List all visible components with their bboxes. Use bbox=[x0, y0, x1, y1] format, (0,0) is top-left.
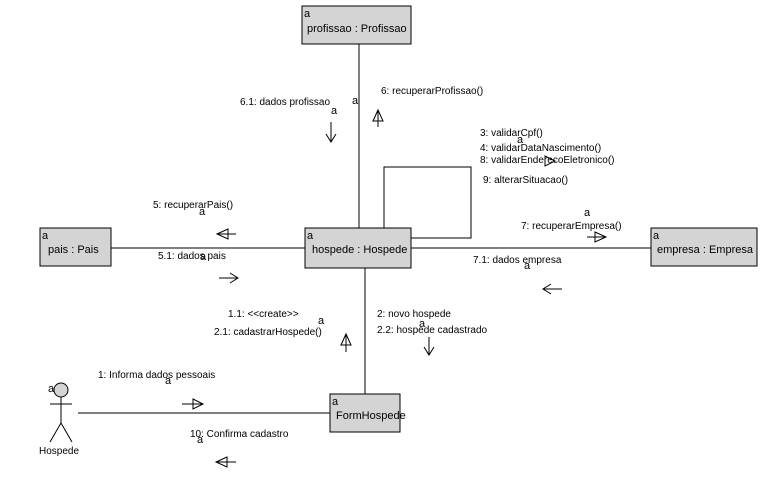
message-6: 6: recuperarProfissao() bbox=[381, 86, 483, 97]
object-tag: a bbox=[332, 396, 339, 408]
message-3: 3: validarCpf() bbox=[480, 128, 543, 139]
message-tag: a bbox=[419, 318, 426, 330]
object-tag: a bbox=[42, 230, 49, 242]
object-formhospede[interactable]: a FormHospede bbox=[329, 393, 406, 433]
object-tag: a bbox=[304, 8, 311, 20]
message-2: 2: novo hospede bbox=[377, 309, 451, 320]
object-profissao[interactable]: a profissao : Profissao bbox=[301, 5, 412, 45]
message-8: 8: validarEnderecoEletronico() bbox=[480, 155, 615, 166]
link-hospede-self bbox=[383, 166, 472, 239]
object-label: pais : Pais bbox=[48, 244, 99, 256]
object-tag: a bbox=[307, 230, 314, 242]
object-pais[interactable]: a pais : Pais bbox=[39, 227, 112, 267]
message-7: 7: recuperarEmpresa() bbox=[521, 221, 622, 232]
message-tag: a bbox=[352, 95, 359, 107]
message-tag: a bbox=[318, 315, 325, 327]
actor-tag: a bbox=[48, 383, 55, 395]
object-hospede[interactable]: a hospede : Hospede bbox=[304, 227, 412, 269]
message-7-1: 7.1: dados empresa bbox=[473, 255, 562, 266]
object-empresa[interactable]: a empresa : Empresa bbox=[650, 227, 758, 267]
arrow-3-right bbox=[544, 155, 557, 167]
message-5-1: 5.1: dados pais bbox=[158, 251, 226, 262]
message-tag: a bbox=[584, 207, 591, 219]
message-tag: a bbox=[197, 434, 204, 446]
arrow-2-2-down bbox=[423, 337, 435, 356]
arrow-7-right bbox=[587, 231, 608, 243]
message-5: 5: recuperarPais() bbox=[153, 200, 233, 211]
message-1: 1: Informa dados pessoais bbox=[98, 370, 215, 381]
object-label: empresa : Empresa bbox=[657, 244, 754, 256]
actor-name: Hospede bbox=[39, 446, 79, 457]
message-10: 10: Confirma cadastro bbox=[190, 429, 289, 440]
message-4: 4: validarDataNascimento() bbox=[480, 143, 601, 154]
message-2-2: 2.2: hospede cadastrado bbox=[377, 325, 488, 336]
message-tag: a bbox=[199, 206, 206, 218]
arrow-5-left bbox=[215, 228, 236, 240]
message-tag: a bbox=[200, 251, 207, 263]
arrow-5-1-right bbox=[219, 272, 239, 284]
message-tag: a bbox=[524, 260, 531, 272]
arrow-10-left bbox=[214, 456, 236, 468]
arrow-6-1-down bbox=[325, 122, 337, 143]
message-9: 9: alterarSituacao() bbox=[483, 175, 568, 186]
message-tag: a bbox=[331, 105, 338, 117]
message-2-1: 2.1: cadastrarHospede() bbox=[214, 327, 322, 338]
actor-hospede[interactable]: a Hospede bbox=[39, 382, 79, 457]
object-label: profissao : Profissao bbox=[307, 23, 407, 35]
message-6-1: 6.1: dados profissao bbox=[240, 97, 330, 108]
arrow-1-right bbox=[182, 398, 205, 410]
message-tag: a bbox=[165, 375, 172, 387]
message-tag: a bbox=[517, 134, 524, 146]
object-label: FormHospede bbox=[336, 410, 406, 422]
actor-head bbox=[53, 382, 69, 398]
message-1-1: 1.1: <<create>> bbox=[228, 309, 299, 320]
object-tag: a bbox=[653, 230, 660, 242]
arrow-6-up bbox=[372, 108, 384, 127]
arrow-7-1-left bbox=[542, 283, 562, 295]
arrow-2-1-up bbox=[340, 332, 352, 352]
object-label: hospede : Hospede bbox=[312, 244, 407, 256]
